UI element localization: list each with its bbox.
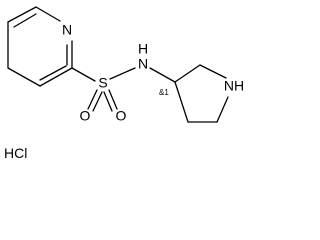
- bond: [174, 81, 189, 123]
- bond-double-inner: [13, 13, 37, 28]
- molecule-drawing: N S O O N H NH &1 HCl: [4, 6, 244, 161]
- salt-label: HCl: [4, 145, 27, 161]
- bond: [35, 6, 61, 22]
- pyridine-nitrogen-label: N: [62, 22, 72, 38]
- bond-c-s: [71, 67, 96, 82]
- bond: [216, 96, 229, 123]
- pyrrolidine-nh-label: NH: [224, 78, 244, 94]
- pyridine-ring: [7, 6, 73, 87]
- bond: [39, 67, 73, 87]
- sulfonamide-nitrogen-label: N: [138, 56, 148, 72]
- bond-s-o: [103, 91, 113, 112]
- bond-s-o: [87, 89, 98, 110]
- sulfonamide-hydrogen-label: H: [138, 41, 148, 57]
- bond-s-n: [109, 67, 136, 80]
- bond: [7, 67, 41, 87]
- bond-double-inner: [39, 65, 67, 81]
- bond: [7, 6, 37, 23]
- bond: [174, 64, 201, 83]
- bond-s-o: [108, 89, 118, 110]
- pyrrolidine-ring: [174, 64, 229, 123]
- bond-n-c: [149, 67, 176, 83]
- oxygen-label-right: O: [116, 108, 127, 124]
- bond: [199, 64, 227, 79]
- sulfur-label: S: [98, 75, 107, 91]
- oxygen-label-left: O: [80, 108, 91, 124]
- structure-diagram: N S O O N H NH &1 HCl: [4, 6, 245, 161]
- stereo-descriptor: &1: [159, 88, 169, 97]
- bond-s-o: [92, 91, 103, 112]
